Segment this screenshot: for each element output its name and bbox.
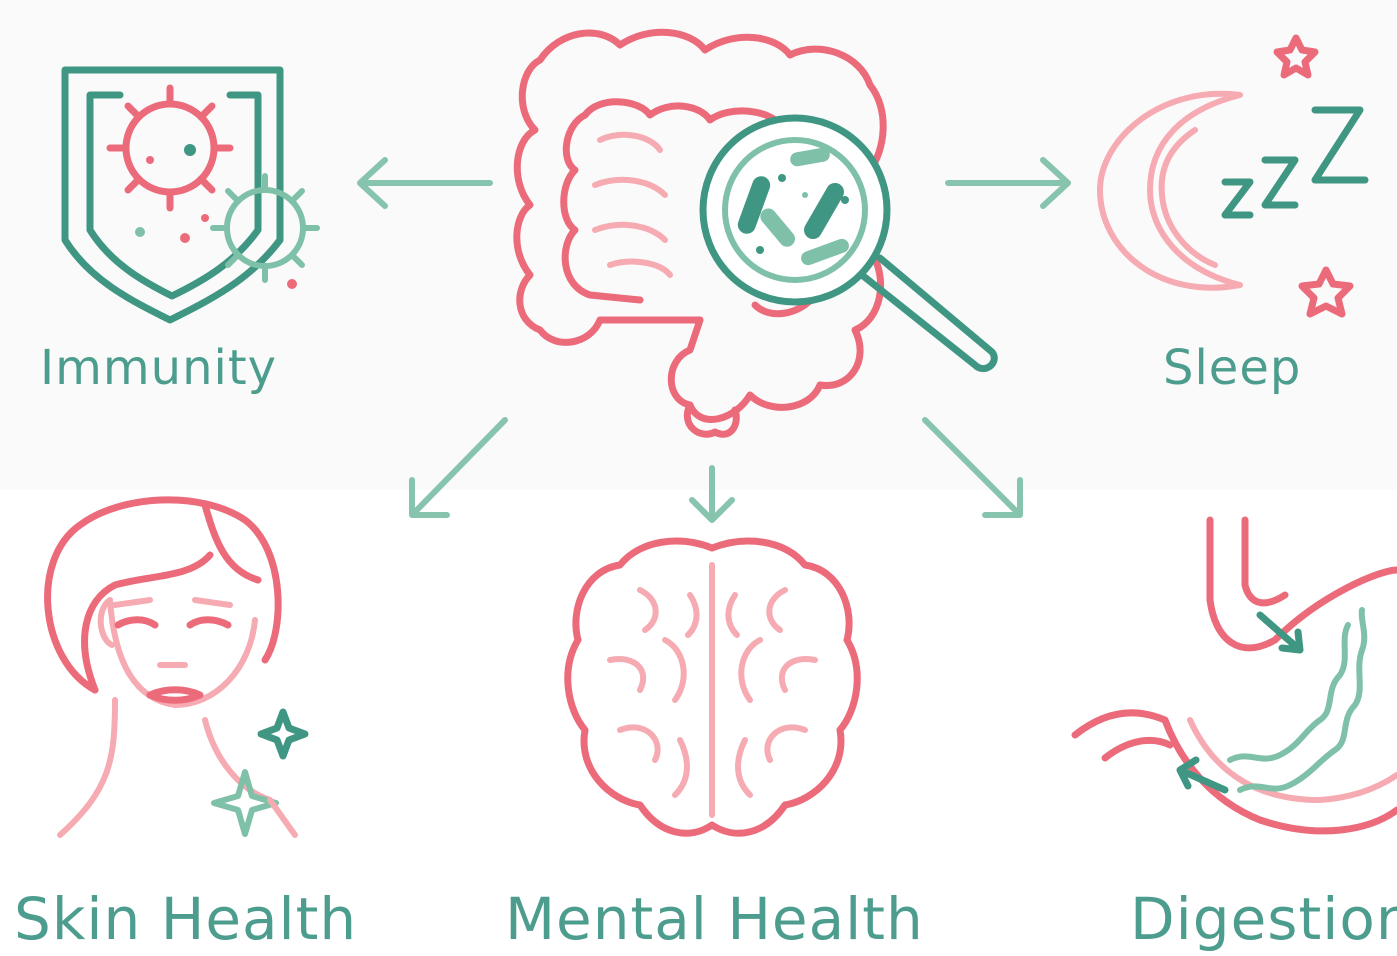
arrow-left	[357, 157, 493, 209]
esophagus-inner	[1241, 516, 1289, 607]
intestine-tail	[683, 401, 740, 438]
eye-right	[186, 616, 232, 629]
bacteria-group	[737, 147, 849, 266]
z-medium	[1261, 156, 1299, 209]
shield-outer	[61, 66, 284, 324]
eye-left	[114, 616, 159, 629]
woman-face-icon	[44, 496, 309, 838]
label-digestion: Digestion	[1130, 885, 1397, 953]
lips	[146, 686, 204, 704]
arrow-down-left	[409, 417, 508, 518]
arrow-right	[945, 157, 1071, 209]
shield-inner	[86, 91, 262, 300]
brain-folds	[607, 587, 818, 798]
magnifier-handle	[858, 254, 998, 373]
z-small	[1221, 178, 1254, 219]
eyebrows	[112, 597, 233, 608]
shield-virus-icon	[61, 66, 320, 324]
virus-large-spikes	[106, 84, 234, 212]
star-top	[1273, 34, 1319, 79]
stomach-upper-outline	[1206, 516, 1397, 652]
moon-inner	[1158, 127, 1218, 268]
intestine-outline	[513, 28, 889, 423]
magnifier-lens	[699, 114, 891, 306]
label-immunity: Immunity	[40, 340, 278, 396]
moon-zzz-icon	[1097, 34, 1369, 318]
gut-magnifier-icon	[513, 28, 998, 438]
face-contour	[107, 597, 258, 708]
z-large	[1311, 106, 1369, 184]
intestine-fold-2	[592, 176, 668, 198]
label-skin-health: Skin Health	[14, 885, 358, 953]
stomach-lower-outline	[1071, 709, 1397, 835]
duodenum	[1101, 736, 1174, 762]
ear-left	[97, 597, 115, 648]
intestine-fold-3	[592, 221, 668, 243]
magnifier-inner-ring	[722, 137, 868, 283]
sparkle-large	[211, 769, 279, 837]
sparkle-small	[257, 708, 309, 760]
arrow-down-right	[922, 417, 1023, 518]
brain-outline	[564, 537, 861, 837]
stomach-inner-pink	[1187, 717, 1397, 803]
neck-left	[57, 697, 118, 838]
hair-fringe	[81, 551, 214, 694]
intestine-fold-4	[607, 258, 673, 278]
intestine-fold-1	[597, 131, 663, 153]
brain-icon	[564, 537, 861, 837]
intestine-left-loop	[560, 111, 644, 304]
arrow-in	[1256, 611, 1304, 654]
arrow-out	[1176, 756, 1229, 794]
arrow-down	[689, 465, 735, 523]
wave-2	[1227, 622, 1351, 763]
hair-part	[201, 501, 262, 584]
label-mental-health: Mental Health	[505, 885, 924, 953]
wave-1	[1237, 607, 1368, 793]
shoulder-right	[267, 797, 298, 838]
label-sleep: Sleep	[1163, 340, 1302, 396]
virus-small-spikes	[210, 173, 320, 283]
moon-outer	[1097, 90, 1243, 291]
hair-outline	[44, 496, 282, 694]
stomach-icon	[1071, 516, 1397, 835]
star-bottom	[1298, 266, 1354, 318]
